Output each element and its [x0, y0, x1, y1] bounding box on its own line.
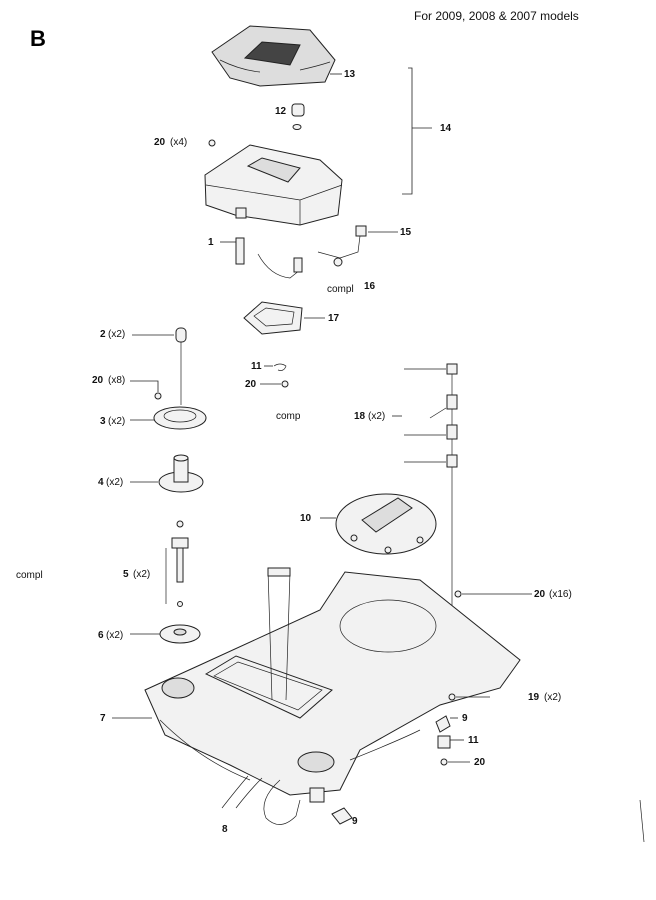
part-9-plate-a	[435, 715, 451, 733]
part-cover-housing	[204, 144, 343, 226]
label-3: 3	[100, 416, 106, 427]
label-4: 4	[98, 477, 104, 488]
label-19: 19	[528, 692, 540, 703]
label-18: 18	[354, 411, 366, 422]
label-20-a: 20	[154, 137, 166, 148]
part-9-plate-b	[331, 807, 353, 825]
label-15: 15	[400, 227, 412, 238]
label-6: 6	[98, 630, 104, 641]
label-20-c-qty: (x8)	[108, 375, 125, 386]
label-2: 2	[100, 329, 106, 340]
label-10: 10	[300, 513, 312, 524]
label-14: 14	[440, 123, 452, 134]
label-18-qty: (x2)	[368, 411, 385, 422]
label-11-b: 11	[468, 735, 479, 746]
label-20-d-qty: (x16)	[549, 589, 572, 600]
label-1: 1	[208, 237, 214, 248]
label-6-qty: (x2)	[106, 630, 123, 641]
label-16-compl: compl	[327, 284, 354, 295]
part-11-bracket	[437, 735, 451, 749]
screw-20-b	[281, 380, 289, 388]
part-3-ring	[153, 406, 207, 430]
label-5-qty: (x2)	[133, 569, 150, 580]
part-7-chassis	[144, 567, 521, 796]
label-9-a: 9	[462, 713, 468, 724]
label-comp: comp	[276, 411, 301, 422]
label-5: 5	[123, 569, 129, 580]
part-8-harness	[221, 775, 325, 825]
label-20-b: 20	[245, 379, 257, 390]
part-12-knob	[291, 103, 305, 130]
label-2-qty: (x2)	[108, 329, 125, 340]
label-20-d: 20	[534, 589, 546, 600]
label-20-c: 20	[92, 375, 104, 386]
part-2-cap	[175, 327, 187, 343]
label-17: 17	[328, 313, 340, 324]
label-compl-left: compl	[16, 570, 43, 581]
part-6-washer	[159, 624, 201, 644]
part-15-cable	[317, 225, 367, 267]
label-12: 12	[275, 106, 287, 117]
screw-20-d	[454, 590, 462, 598]
screw-20-a	[208, 139, 216, 147]
label-7: 7	[100, 713, 106, 724]
part-5-pin	[171, 520, 189, 607]
part-19-screw	[448, 693, 456, 701]
header-note: For 2009, 2008 & 2007 models	[414, 9, 579, 23]
part-4-bushing	[158, 454, 204, 493]
label-11-a: 11	[251, 361, 262, 372]
part-1-connector	[235, 237, 303, 279]
label-19-qty: (x2)	[544, 692, 561, 703]
label-8: 8	[222, 824, 228, 835]
part-10-disc	[335, 493, 437, 555]
section-letter: B	[30, 26, 46, 51]
label-20-e: 20	[474, 757, 486, 768]
label-9-b: 9	[352, 816, 358, 827]
screw-20-c	[154, 392, 162, 400]
label-3-qty: (x2)	[108, 416, 125, 427]
screw-20-e	[440, 758, 448, 766]
label-4-qty: (x2)	[106, 477, 123, 488]
label-16: 16	[364, 281, 376, 292]
label-13: 13	[344, 69, 356, 80]
edge-mark	[639, 799, 645, 843]
part-11-clip	[273, 363, 287, 371]
part-13-filter	[211, 25, 336, 87]
label-20-a-qty: (x4)	[170, 137, 187, 148]
part-17-gasket	[243, 301, 303, 335]
